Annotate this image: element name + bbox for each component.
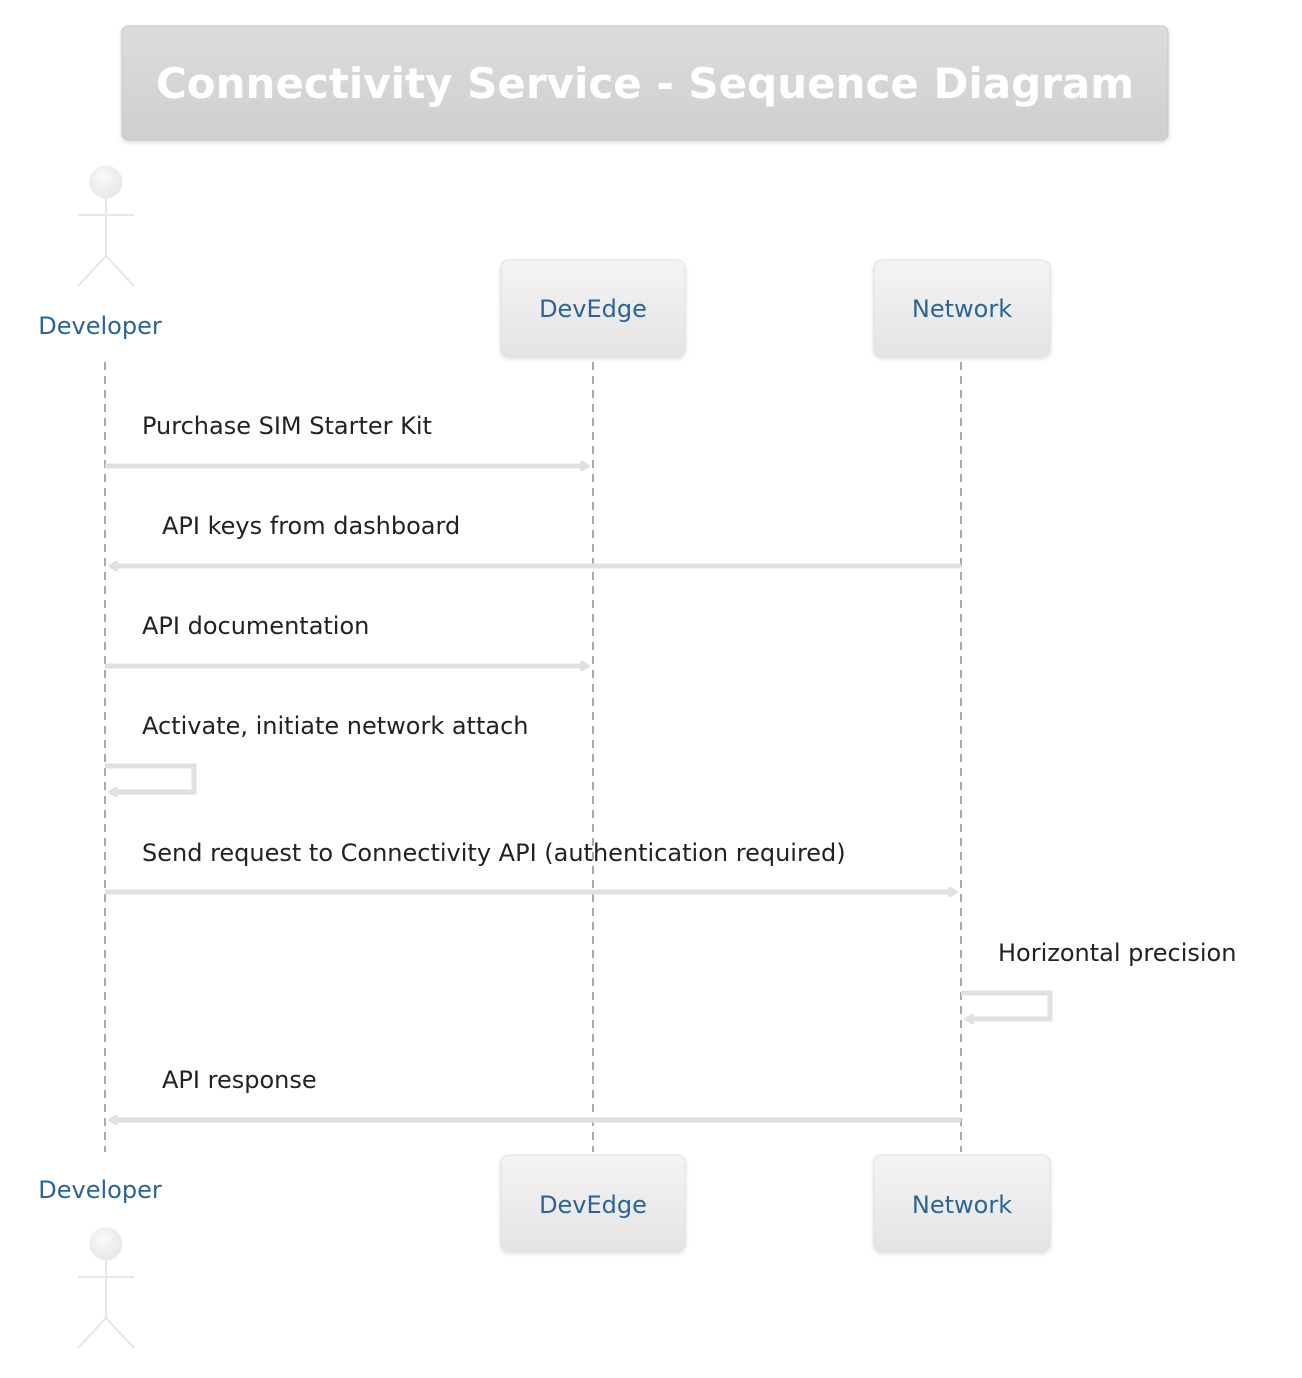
actor-icon xyxy=(77,165,135,287)
participant-network-bottom: Network xyxy=(873,1154,1051,1252)
message-5: Send request to Connectivity API (authen… xyxy=(105,839,956,892)
participant-devedge-bottom: DevEdge xyxy=(500,1154,686,1252)
message-label: API response xyxy=(162,1066,317,1094)
message-label: API keys from dashboard xyxy=(162,512,460,540)
message-label: Purchase SIM Starter Kit xyxy=(142,412,432,440)
message-3: API documentation xyxy=(105,612,588,666)
message-label: Send request to Connectivity API (authen… xyxy=(142,839,846,867)
participant-label-developer-top: Developer xyxy=(38,312,162,340)
message-7: API response xyxy=(110,1066,961,1120)
message-1: Purchase SIM Starter Kit xyxy=(105,412,588,466)
message-4-self: Activate, initiate network attach xyxy=(105,712,528,792)
participant-label-network-top: Network xyxy=(912,295,1012,323)
self-message-arrow xyxy=(105,763,197,792)
message-label: Horizontal precision xyxy=(998,939,1236,967)
self-message-arrow xyxy=(961,990,1053,1019)
actor-developer-bottom: Developer xyxy=(38,1176,162,1349)
message-6-self: Horizontal precision xyxy=(961,939,1236,1019)
diagram-title: Connectivity Service - Sequence Diagram xyxy=(121,25,1169,141)
participant-label-network-bottom: Network xyxy=(912,1191,1012,1219)
actor-icon xyxy=(77,1227,135,1349)
title-text: Connectivity Service - Sequence Diagram xyxy=(156,59,1134,108)
participant-label-devedge-bottom: DevEdge xyxy=(539,1191,647,1219)
participant-devedge-top: DevEdge xyxy=(500,259,686,357)
actor-developer-top: Developer xyxy=(38,165,162,340)
message-label: API documentation xyxy=(142,612,369,640)
participant-label-devedge-top: DevEdge xyxy=(539,295,647,323)
participant-label-developer-bottom: Developer xyxy=(38,1176,162,1204)
message-2: API keys from dashboard xyxy=(110,512,961,566)
message-label: Activate, initiate network attach xyxy=(142,712,528,740)
participant-network-top: Network xyxy=(873,259,1051,357)
